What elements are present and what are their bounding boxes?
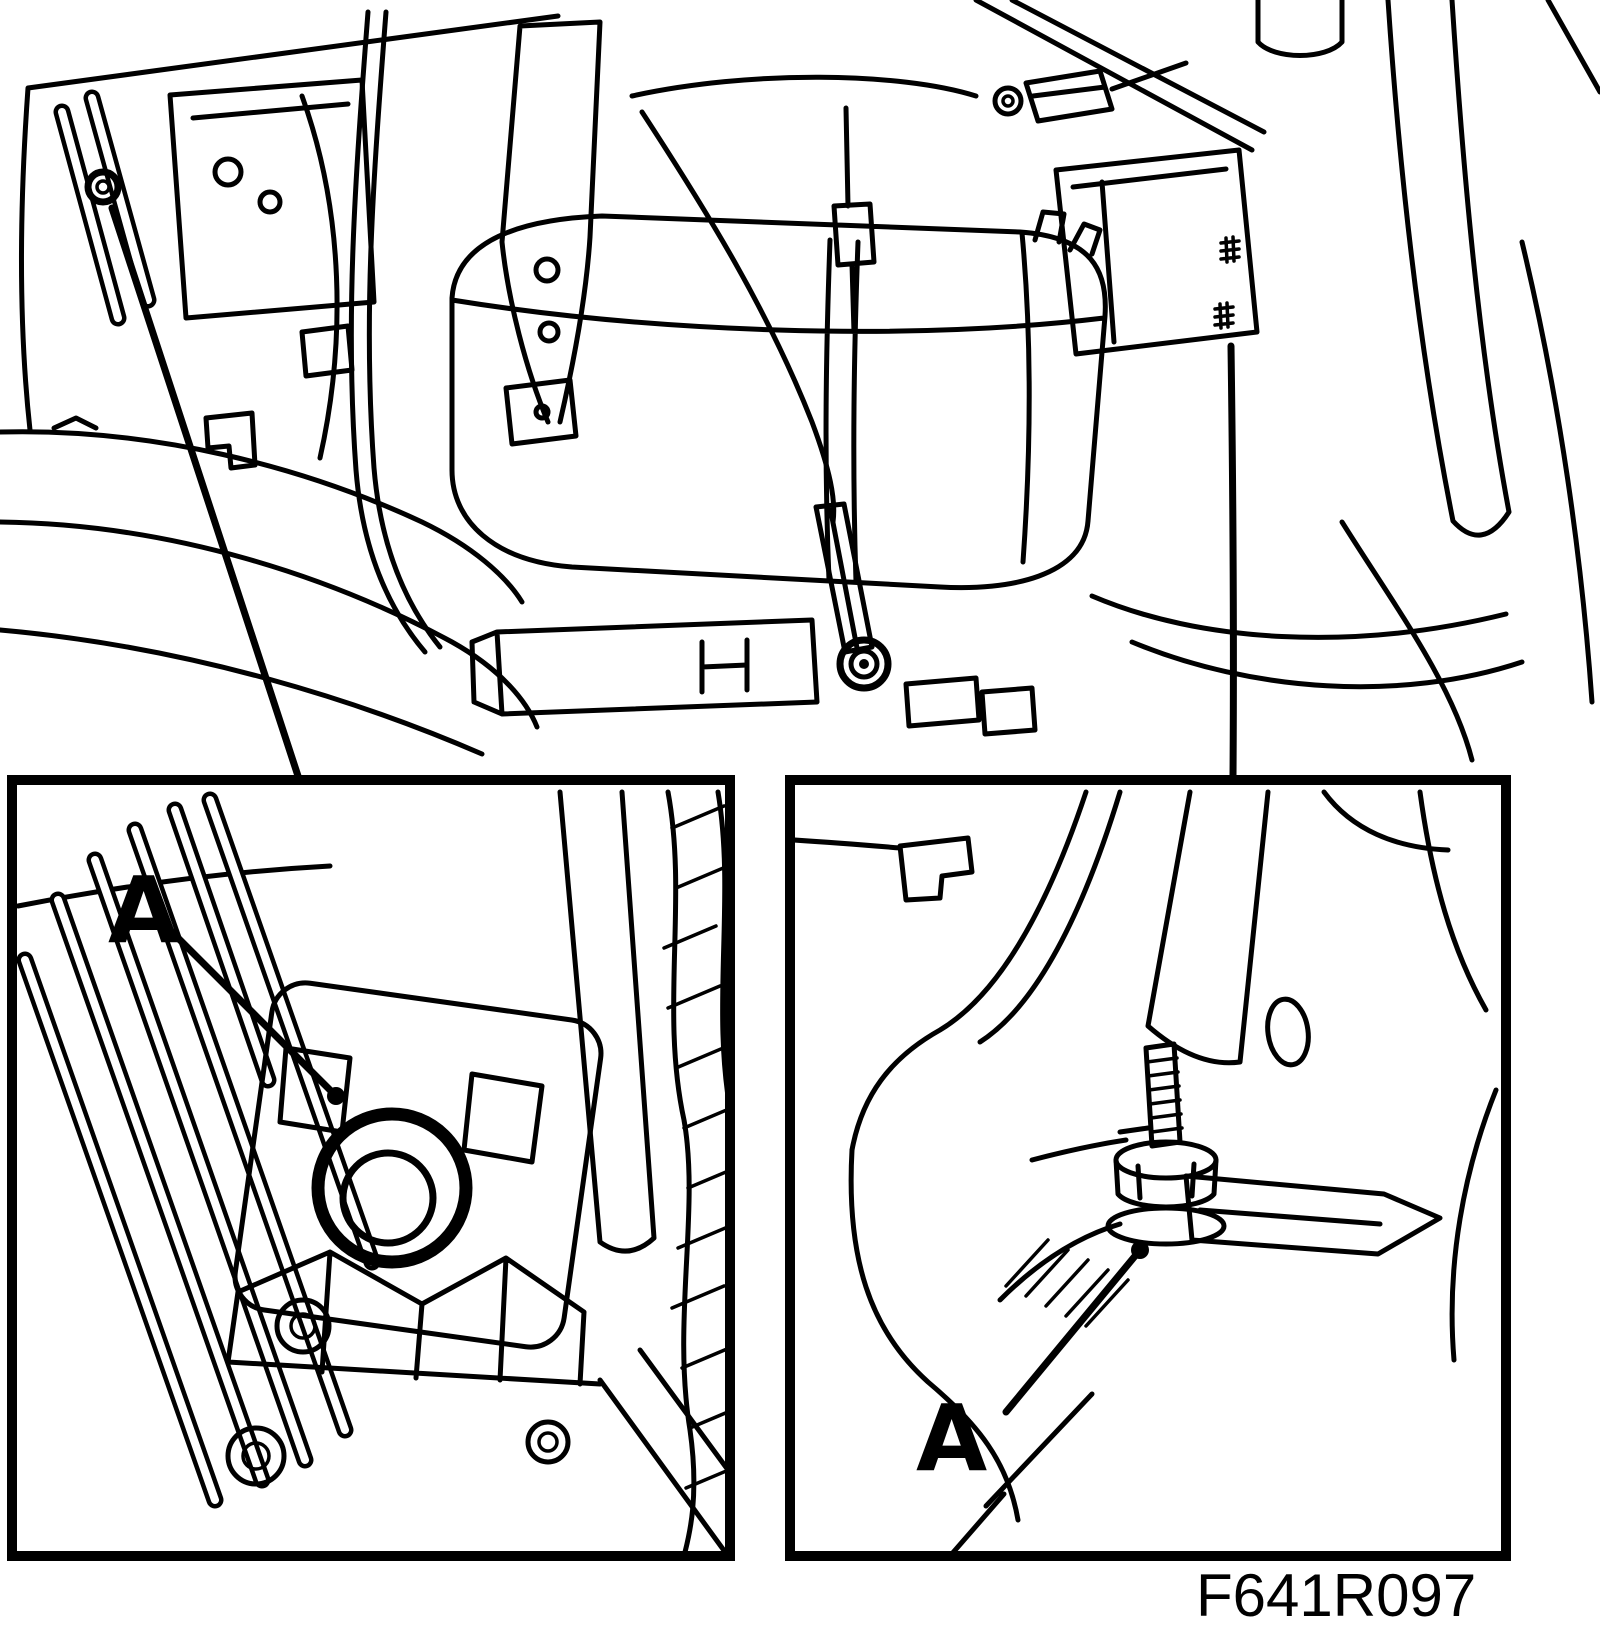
leader-line-left bbox=[108, 204, 302, 780]
clip-ring-inner bbox=[241, 1441, 271, 1471]
strap-hole bbox=[537, 320, 561, 344]
callout-leader-left bbox=[164, 924, 334, 1094]
callout-leader-right bbox=[1002, 1246, 1144, 1416]
bracket-hole bbox=[212, 156, 244, 188]
pillar-bracket bbox=[1029, 789, 1271, 1163]
mounting-grommet-outer bbox=[311, 1107, 473, 1269]
clip-ring-inner bbox=[289, 1312, 317, 1340]
inset-right-detail: A bbox=[795, 789, 1499, 1551]
side-bracket bbox=[557, 789, 725, 1551]
blower-housing bbox=[449, 105, 1108, 591]
grommet-callout-point-inner bbox=[95, 179, 111, 195]
inset-right-border bbox=[785, 775, 1511, 1561]
hatch-boundary bbox=[997, 1221, 1123, 1303]
main-illustration bbox=[0, 0, 1600, 780]
harness-band bbox=[665, 789, 725, 1551]
panel-sweep-curves bbox=[849, 789, 1123, 1153]
firewall-slots-inner bbox=[58, 94, 152, 322]
figure-code: F641R097 bbox=[1196, 1562, 1476, 1629]
vent-slats-inner bbox=[21, 796, 376, 1504]
clip-ring bbox=[525, 1419, 571, 1465]
bracket-oval-hole bbox=[1265, 996, 1311, 1068]
clip-tab bbox=[795, 835, 975, 903]
pivot-center bbox=[859, 659, 869, 669]
connector-pin bbox=[1001, 94, 1015, 108]
clip-ring bbox=[274, 1297, 332, 1355]
callout-point-left bbox=[327, 1087, 345, 1105]
right-module-box bbox=[1053, 147, 1260, 357]
arm-hatching bbox=[1004, 1238, 1130, 1328]
left-bracket-plate bbox=[167, 77, 377, 471]
hanging-strap-bracket bbox=[499, 19, 603, 447]
lower-mount-bracket bbox=[469, 501, 1038, 737]
inset-left-detail: A bbox=[17, 789, 725, 1551]
clip-ring-inner bbox=[537, 1431, 559, 1453]
callout-point-right bbox=[1131, 1241, 1149, 1259]
connector-ring bbox=[992, 85, 1024, 117]
inset-left-border bbox=[7, 775, 735, 1561]
leader-line-right bbox=[1227, 342, 1237, 780]
wiring-and-connector bbox=[629, 60, 1189, 525]
mount-arm bbox=[1183, 1173, 1443, 1257]
firewall-edge bbox=[19, 13, 561, 433]
panel-diagonals bbox=[951, 1391, 1095, 1551]
module-bolt-glyphs bbox=[1213, 235, 1241, 330]
grommet-callout-point-outer bbox=[84, 168, 122, 206]
callout-label-right: A bbox=[916, 1385, 987, 1492]
body-contours-left bbox=[0, 415, 540, 757]
bolt-thread-lines bbox=[1145, 1056, 1184, 1134]
bracket-hole bbox=[257, 189, 283, 215]
harness-band-hatching bbox=[662, 804, 725, 1490]
mounting-grommet-inner bbox=[339, 1149, 437, 1247]
strap-hole bbox=[533, 256, 561, 284]
pillar-and-top-right-trim bbox=[973, 0, 1600, 705]
clip-ring bbox=[225, 1425, 287, 1487]
body-contours-right bbox=[1089, 519, 1525, 763]
strap-hole bbox=[533, 403, 551, 421]
surrounding-trim-curves bbox=[848, 789, 1499, 1523]
pivot-ring-mid bbox=[848, 648, 880, 680]
housing-frame bbox=[232, 980, 604, 1350]
harness-cables bbox=[299, 9, 443, 655]
pivot-ring-outer bbox=[836, 636, 892, 692]
callout-label-left: A bbox=[108, 857, 179, 964]
